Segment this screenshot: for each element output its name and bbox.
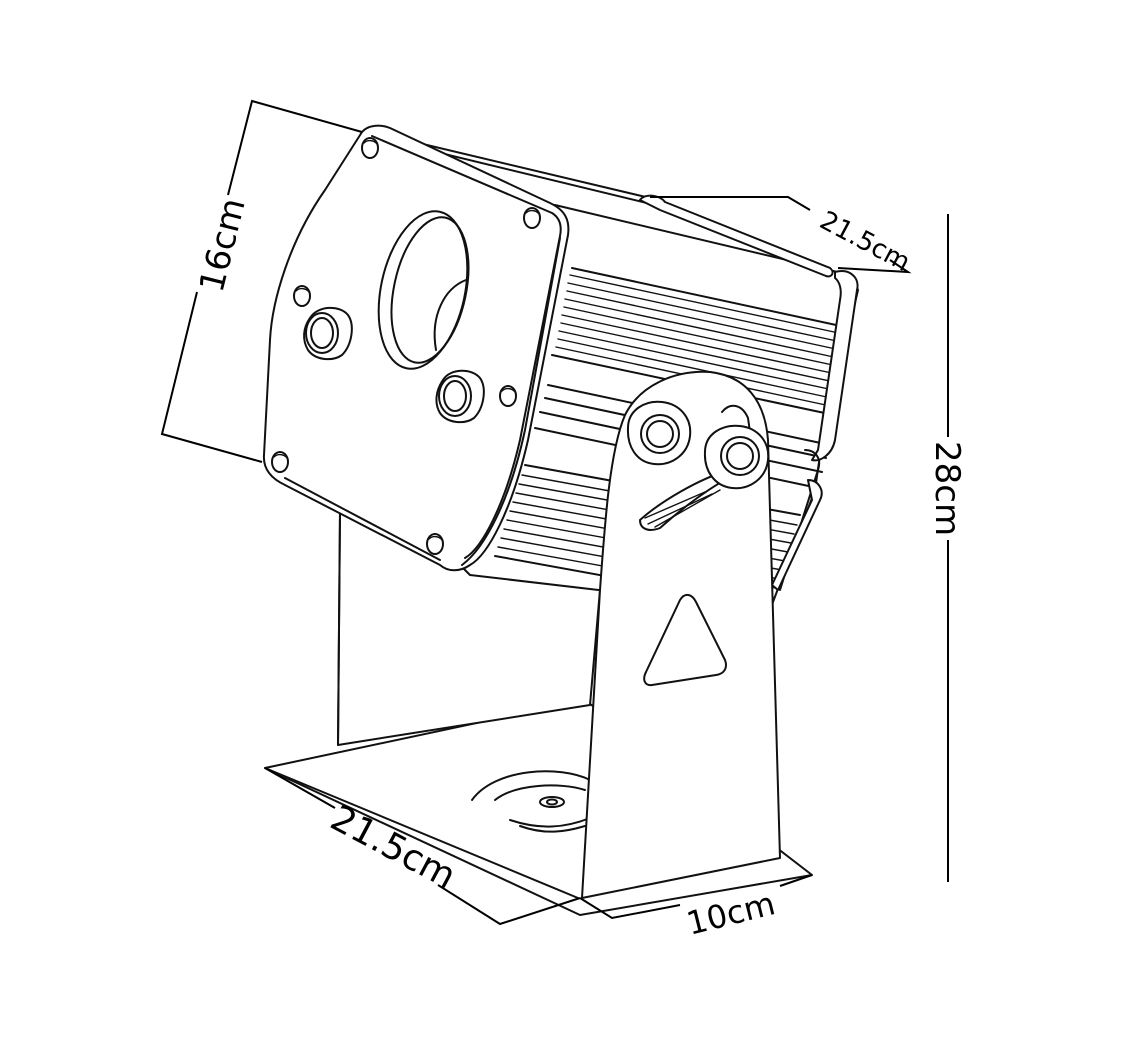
front-panel xyxy=(262,124,570,572)
right-bracket-plate xyxy=(581,370,781,899)
bracket-knob-right xyxy=(703,424,770,490)
bracket-knob-left xyxy=(626,400,692,466)
screw-mid-left xyxy=(293,285,311,307)
dimension-label-16cm: 16cm xyxy=(192,194,254,296)
screw-top-left xyxy=(361,137,379,159)
tilt-slot xyxy=(639,469,741,531)
screw-bottom-left xyxy=(271,451,289,473)
dimension-label-28cm: 28cm xyxy=(927,441,967,536)
screw-mid-right xyxy=(499,385,517,407)
front-knob-left xyxy=(303,306,353,361)
lens-aperture xyxy=(377,210,470,370)
dimension-total-height: 28cm xyxy=(927,214,967,882)
cooling-fins-upper xyxy=(551,267,851,416)
front-knob-right xyxy=(435,369,485,424)
screw-top-right xyxy=(523,207,541,229)
triangle-cutout xyxy=(643,594,727,687)
screw-bottom-right xyxy=(426,533,444,555)
